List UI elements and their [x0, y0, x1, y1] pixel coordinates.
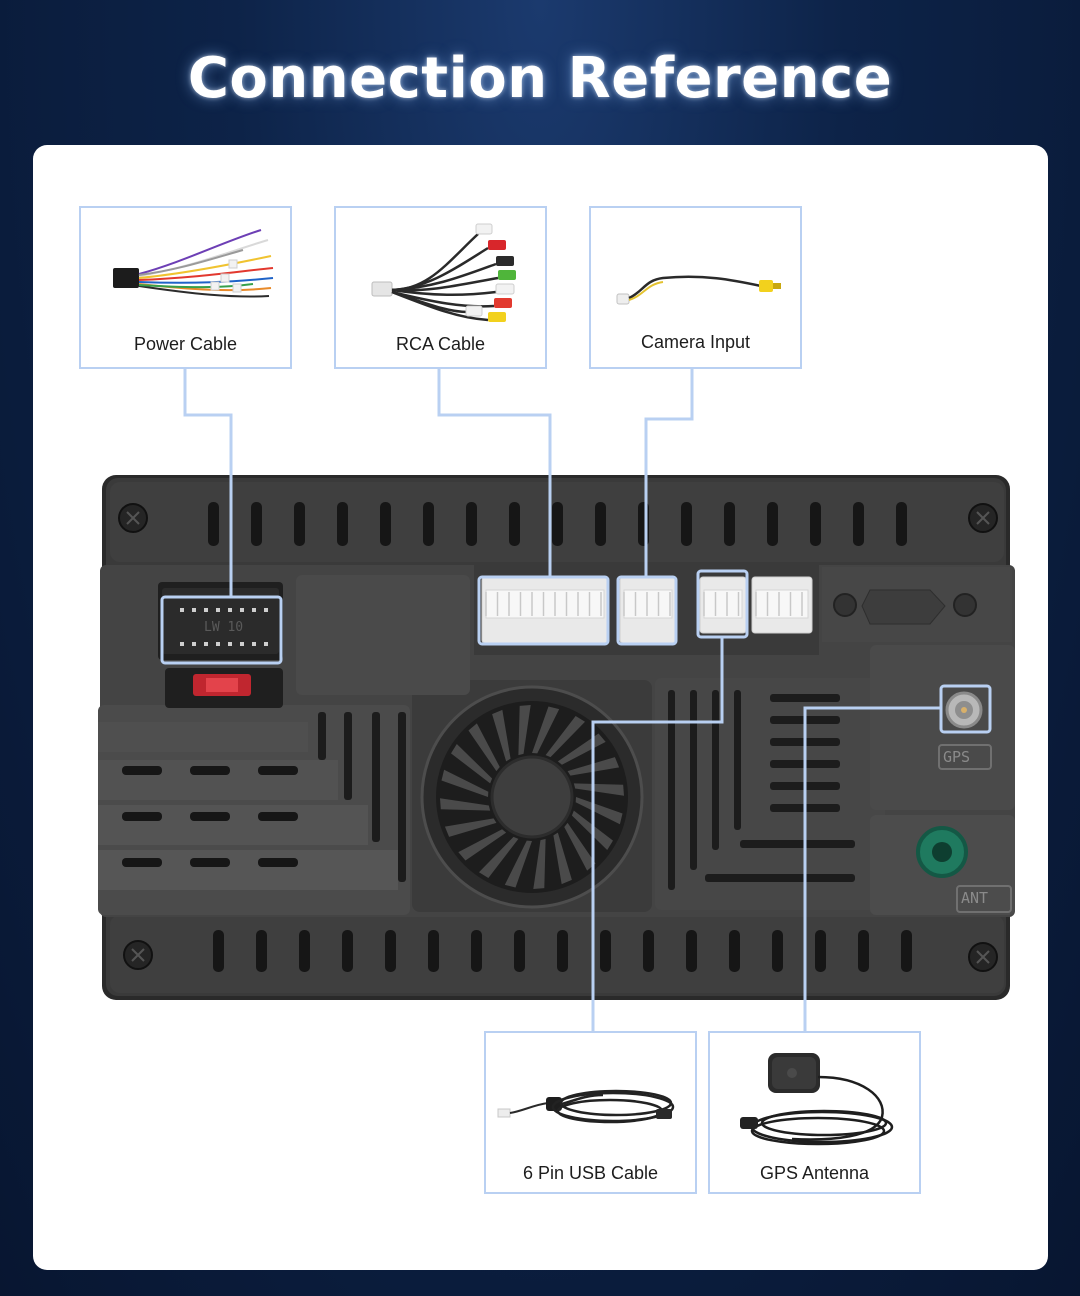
connector-marking: LW 10 — [204, 620, 243, 635]
gps-antenna-illustration — [712, 1037, 920, 1157]
rca-cable-label: RCA Cable — [336, 334, 545, 355]
camera-input-callout: Camera Input — [589, 206, 802, 369]
usb-cable-callout: 6 Pin USB Cable — [484, 1031, 697, 1194]
head-unit-rear — [98, 475, 1015, 1000]
camera-input-label: Camera Input — [591, 332, 800, 353]
gps-port-label: GPS — [943, 748, 970, 766]
power-cable-label: Power Cable — [81, 334, 290, 355]
power-cable-illustration — [83, 212, 291, 322]
gps-antenna-callout: GPS Antenna — [708, 1031, 921, 1194]
power-cable-callout: Power Cable — [79, 206, 292, 369]
usb-cable-label: 6 Pin USB Cable — [486, 1163, 695, 1184]
gps-antenna-label: GPS Antenna — [710, 1163, 919, 1184]
usb-cable-illustration — [488, 1039, 696, 1154]
camera-cable-illustration — [593, 212, 801, 322]
ant-port-label: ANT — [961, 889, 988, 907]
rca-cable-illustration — [338, 212, 546, 327]
rca-cable-callout: RCA Cable — [334, 206, 547, 369]
